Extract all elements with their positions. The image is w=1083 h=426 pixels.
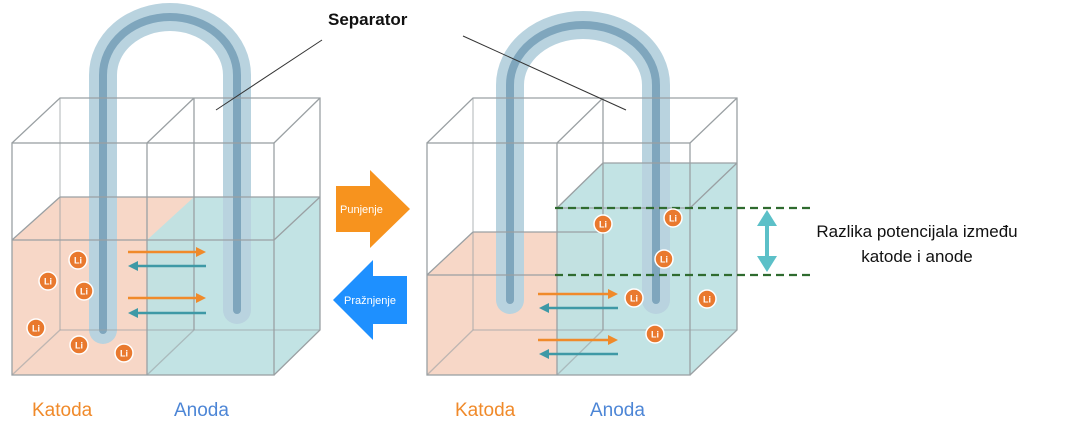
li-ion-circle — [74, 281, 94, 301]
li-ion-label: Li — [80, 287, 88, 297]
separator-pointer-right — [462, 35, 627, 111]
left-box-frame — [11, 97, 321, 376]
li-ion-label: Li — [660, 255, 668, 265]
left-ion-flow-arrows — [128, 247, 206, 318]
li-ion: Li — [114, 343, 134, 363]
separator-pointer-left — [215, 39, 323, 111]
li-ion-label: Li — [32, 324, 40, 334]
potential-label-line2: katode i anode — [861, 247, 973, 266]
left-cathode-label: Katoda — [32, 400, 93, 421]
charge-label: Punjenje — [340, 204, 383, 216]
potential-label-line1: Razlika potencijala između — [816, 222, 1018, 241]
right-separator-inner — [506, 21, 660, 304]
li-ion-circle — [697, 289, 717, 309]
li-ion-label: Li — [703, 295, 711, 305]
discharge-label: Pražnjenje — [344, 295, 396, 307]
li-ion-label: Li — [669, 214, 677, 224]
left-cell — [11, 3, 321, 376]
li-ion: Li — [654, 249, 674, 269]
li-ion-label: Li — [630, 294, 638, 304]
li-ion: Li — [68, 250, 88, 270]
li-ion-label: Li — [75, 341, 83, 351]
separator-label: Separator — [328, 10, 408, 29]
li-ion-label: Li — [120, 349, 128, 359]
discharge-arrow: Pražnjenje — [333, 260, 407, 340]
left-separator-inner — [99, 13, 241, 334]
li-ion-circle — [645, 324, 665, 344]
right-anode-label: Anoda — [590, 400, 645, 421]
left-anode-label: Anoda — [174, 400, 229, 421]
li-ion-circle — [68, 250, 88, 270]
li-ion-label: Li — [651, 330, 659, 340]
li-ion-circle — [624, 288, 644, 308]
li-ion-label: Li — [44, 277, 52, 287]
li-ion: Li — [69, 335, 89, 355]
li-ion: Li — [663, 208, 683, 228]
li-ion-circle — [663, 208, 683, 228]
li-ion-circle — [38, 271, 58, 291]
li-ion: Li — [645, 324, 665, 344]
li-ion: Li — [624, 288, 644, 308]
li-ion-circle — [69, 335, 89, 355]
li-ion-circle — [114, 343, 134, 363]
li-ion: Li — [74, 281, 94, 301]
li-ion: Li — [26, 318, 46, 338]
li-ion-circle — [593, 214, 613, 234]
right-ion-flow-arrows — [538, 289, 618, 359]
potential-difference-label: Razlika potencijala između katode i anod… — [786, 219, 1048, 269]
potential-difference-arrow — [757, 210, 777, 272]
li-ion: Li — [38, 271, 58, 291]
li-ion: Li — [697, 289, 717, 309]
charge-arrow: Punjenje — [336, 170, 410, 248]
li-ion-circle — [26, 318, 46, 338]
right-cathode-label: Katoda — [455, 400, 516, 421]
li-ion-label: Li — [74, 256, 82, 266]
li-ion-circle — [654, 249, 674, 269]
li-ion: Li — [593, 214, 613, 234]
li-ion-label: Li — [599, 220, 607, 230]
right-cell — [426, 11, 812, 376]
